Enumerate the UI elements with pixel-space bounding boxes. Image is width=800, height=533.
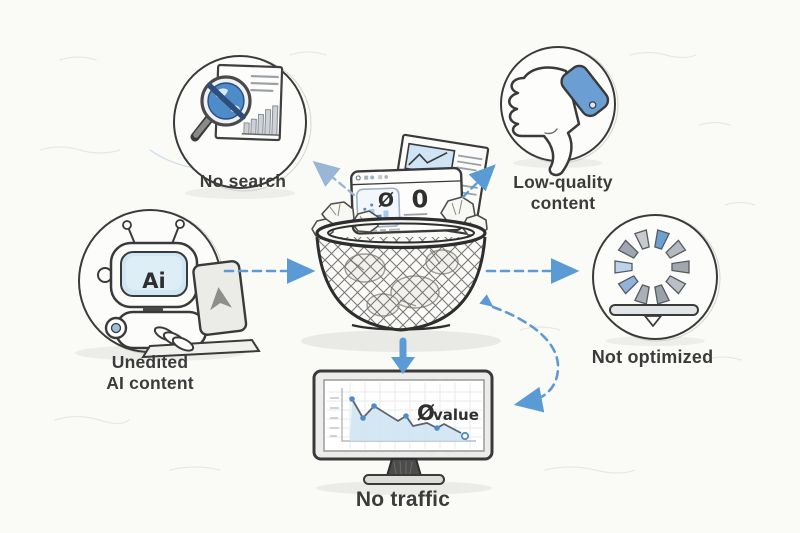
low-quality-label-line2: content — [530, 193, 596, 213]
no-traffic-node: Ø value — [312, 369, 494, 485]
low-quality-label: Low-quality content — [483, 172, 643, 214]
sleeve-cuff — [560, 64, 610, 118]
blocked-search-document-icon — [190, 63, 284, 142]
low-quality-node — [500, 46, 619, 177]
axis-tick-marks — [330, 397, 339, 437]
toolbar-glyphs — [355, 175, 388, 181]
wire-basket — [315, 216, 487, 332]
unedited-ai-node: Ai — [78, 209, 261, 359]
declining-chart — [349, 396, 470, 441]
low-quality-label-line1: Low-quality — [513, 172, 613, 192]
ai-robot-icon: Ai — [97, 219, 261, 359]
robot-fingers — [153, 326, 195, 352]
basket-rim — [315, 216, 487, 250]
mesh-texture — [317, 237, 485, 330]
not-optimized-node — [592, 214, 721, 342]
cursor-logo — [210, 287, 233, 311]
thumbs-down-icon — [508, 64, 610, 177]
unedited-label-line2: AI content — [106, 373, 194, 393]
arrow-basket-to-low-quality — [461, 164, 496, 199]
monitor-value-word: value — [433, 406, 479, 424]
slashed-zero-glyph: Ø — [378, 189, 395, 212]
magnifier-icon — [190, 75, 252, 142]
loading-spinner-icon — [614, 229, 690, 305]
laptop-icon — [141, 260, 261, 359]
no-symbol-slash — [207, 83, 246, 120]
unedited-ai-content-label: Unedited AI content — [70, 352, 230, 394]
discarded-analytics-card: Ø 0 — [350, 166, 465, 235]
monitor-slashed-zero: Ø — [417, 401, 435, 425]
no-traffic-label: No traffic — [355, 488, 451, 511]
robot-face-text: Ai — [142, 269, 165, 293]
flow-arrows — [223, 160, 580, 413]
monitor-stand — [385, 458, 423, 477]
zero-glyph: 0 — [411, 185, 429, 214]
trash-basket-node: Ø 0 — [311, 133, 490, 332]
no-search-node — [173, 55, 312, 192]
arrow-basket-to-no-search — [312, 160, 356, 197]
chart-end-point — [460, 431, 470, 441]
tray-bar — [609, 304, 699, 327]
monitor-icon: Ø value — [312, 369, 494, 485]
monitor-base — [363, 474, 445, 485]
arrow-curved-to-monitor — [479, 294, 560, 413]
not-optimized-label: Not optimized — [591, 347, 714, 367]
no-search-label: No search — [199, 171, 287, 191]
arrow-basket-to-monitor — [391, 337, 415, 374]
unedited-label-line1: Unedited — [111, 352, 189, 372]
